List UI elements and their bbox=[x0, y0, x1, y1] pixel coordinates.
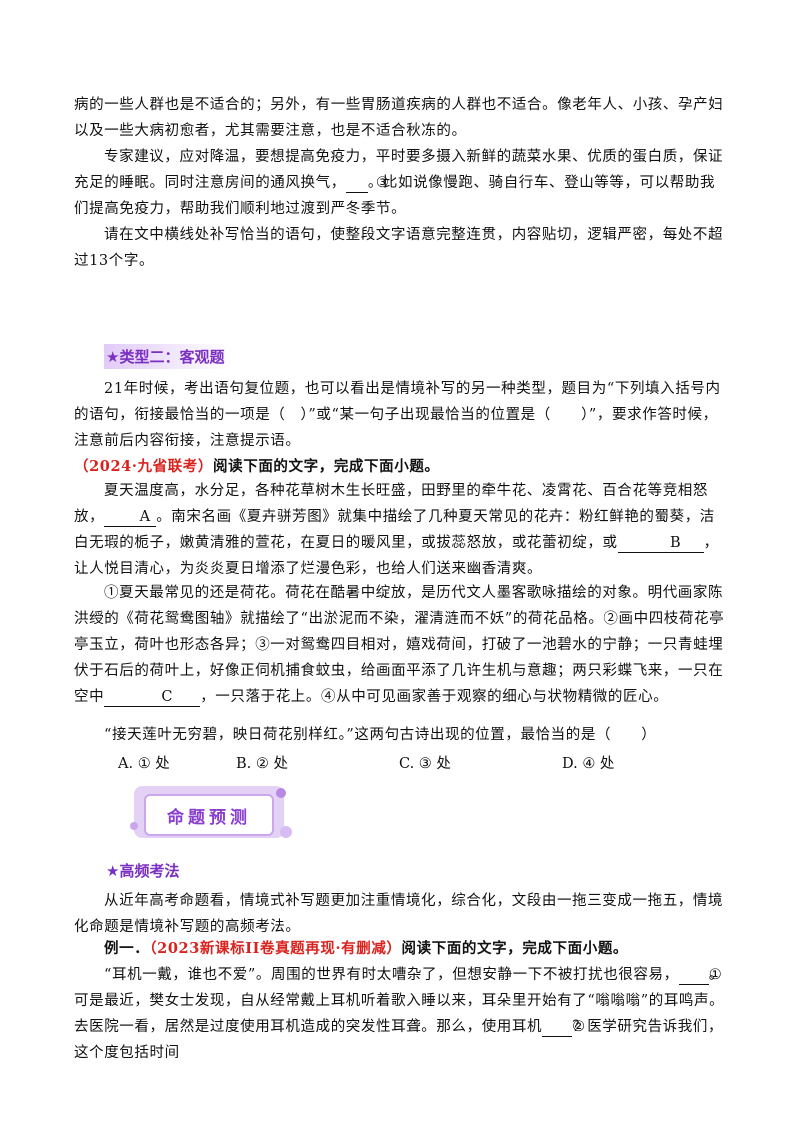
badge-title: 命题预测 bbox=[144, 794, 274, 836]
text-segment: 夏天温度高，水分足，各种花草树木生长旺盛，田野里的牵牛花、凌霄花、百合花等竞相怒… bbox=[74, 483, 708, 525]
example-source-tag: （2023新课标II卷真题再现·有删减） bbox=[149, 940, 402, 957]
option-b[interactable]: B. ② 处 bbox=[236, 756, 288, 772]
source-tag: （2024·九省联考） bbox=[74, 458, 214, 475]
example-1-line: 例一．（2023新课标II卷真题再现·有删减）阅读下面的文字，完成下面小题。 bbox=[104, 936, 726, 962]
option-c[interactable]: C. ③ 处 bbox=[399, 756, 451, 772]
text-segment: ？医学研究告诉我们，这个度包括时间 bbox=[74, 1019, 724, 1061]
blank-1: ① bbox=[678, 966, 722, 985]
source-instruction: 阅读下面的文字，完成下面小题。 bbox=[213, 458, 440, 475]
text-segment: 。南宋名画《夏卉骈芳图》就集中描绘了几种夏天常见的花卉：粉红鲜艳的蜀葵，洁白无瑕… bbox=[74, 509, 715, 551]
text-segment: 专家建议，应对降温，要想提高免疫力，平时要多摄入新鲜的蔬菜水果、优质的蛋白质，保… bbox=[74, 149, 724, 191]
decor-dot bbox=[280, 826, 292, 838]
example-instruction: 阅读下面的文字，完成下面小题。 bbox=[401, 940, 629, 957]
paragraph-frequent: 从近年高考命题看，情境式补写题更加注重情境化，综合化，文段由一拖三变成一拖五，情… bbox=[74, 893, 724, 935]
passage-earphones: “耳机一戴，谁也不爱”。周围的世界有时太嘈杂了，但想安静一下不被打扰也很容易，①… bbox=[74, 962, 726, 1066]
option-d[interactable]: D. ④ 处 bbox=[562, 756, 615, 772]
section-heading-type2: ★类型二：客观题 bbox=[104, 344, 233, 369]
section-badge: 命题预测 bbox=[130, 786, 292, 842]
blank-3: ③ bbox=[345, 174, 389, 193]
section-heading-frequent: ★高频考法 bbox=[106, 862, 180, 880]
text-segment: 。可是最近，樊女士发现，自从经常戴上耳机听着歌入睡以来，耳朵里开始有了“嗡嗡嗡”… bbox=[74, 967, 725, 1035]
paragraph-instruction: 请在文中横线处补写恰当的语句，使整段文字语意完整连贯，内容贴切，逻辑严密，每处不… bbox=[74, 227, 724, 269]
answer-options: A. ① 处 B. ② 处 C. ③ 处 D. ④ 处 bbox=[118, 752, 718, 772]
blank-B: B bbox=[617, 534, 704, 553]
paragraph-expert-advice: 专家建议，应对降温，要想提高免疫力，平时要多摄入新鲜的蔬菜水果、优质的蛋白质，保… bbox=[74, 144, 726, 222]
blank-2: ② bbox=[542, 1018, 585, 1037]
passage-lotus: ①夏天最常见的还是荷花。荷花在酷暑中绽放，是历代文人墨客歌咏描绘的对象。明代画家… bbox=[74, 580, 726, 710]
blank-C: C bbox=[104, 688, 201, 707]
text-segment: ①夏天最常见的还是荷花。荷花在酷暑中绽放，是历代文人墨客歌咏描绘的对象。明代画家… bbox=[74, 585, 725, 705]
example-label: 例一． bbox=[104, 940, 150, 957]
passage-summer-flowers: 夏天温度高，水分足，各种花草树木生长旺盛，田野里的牵牛花、凌霄花、百合花等竞相怒… bbox=[74, 478, 726, 582]
text-segment: “耳机一戴，谁也不爱”。周围的世界有时太嘈杂了，但想安静一下不被打扰也很容易， bbox=[104, 967, 679, 983]
blank-A: A bbox=[104, 508, 157, 527]
option-a[interactable]: A. ① 处 bbox=[118, 756, 170, 772]
paragraph-intro: 病的一些人群也是不适合的；另外，有一些胃肠道疾病的人群也不适合。像老年人、小孩、… bbox=[74, 97, 724, 139]
paragraph-type2-intro: 21年时候，考出语句复位题，也可以看出是情境补写的另一种类型，题目为“下列填入括… bbox=[74, 381, 721, 449]
question-stem: “接天莲叶无穷碧，映日荷花别样红。”这两句古诗出现的位置，最恰当的是（ ） bbox=[104, 727, 657, 743]
text-segment: ，一只落于花上。④从中可见画家善于观察的细心与状物精微的匠心。 bbox=[200, 689, 669, 705]
source-line-2024: （2024·九省联考）阅读下面的文字，完成下面小题。 bbox=[74, 454, 726, 480]
text-segment: 。比如说像慢跑、骑自行车、登山等等，可以帮助我们提高免疫力，帮助我们顺利地过渡到… bbox=[74, 175, 716, 217]
text-segment: ，让人悦目清心，为炎炎夏日增添了烂漫色彩，也给人们送来幽香清爽。 bbox=[74, 535, 719, 577]
decor-dot bbox=[130, 822, 138, 830]
decor-dot bbox=[276, 788, 286, 798]
